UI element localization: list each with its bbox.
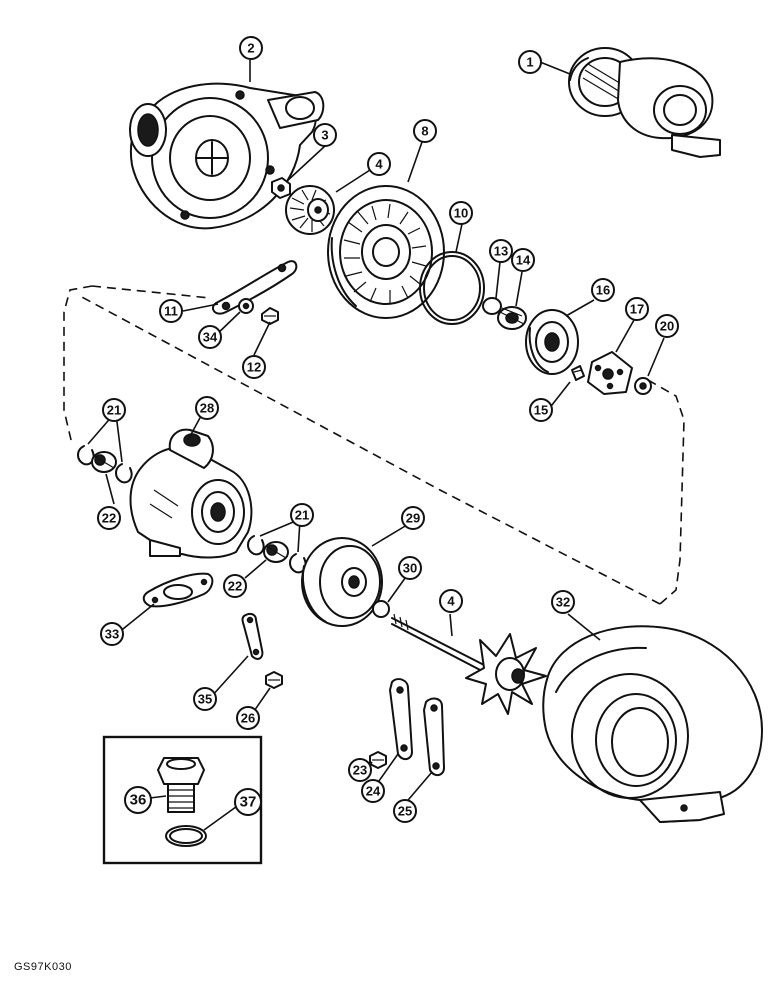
svg-text:11: 11	[164, 304, 178, 319]
callout-29: 29	[401, 506, 425, 530]
callout-11: 11	[159, 299, 183, 323]
svg-text:37: 37	[240, 794, 257, 811]
ring-13-drawing	[482, 297, 502, 315]
turbine-shaft-wheel-drawing	[391, 613, 547, 715]
sleeve-drawing	[497, 306, 527, 330]
svg-text:21: 21	[295, 508, 309, 523]
callout-32: 32	[551, 590, 575, 614]
callout-1: 1	[518, 50, 542, 74]
lock-plate-24-drawing	[389, 678, 413, 760]
svg-text:29: 29	[406, 511, 420, 526]
screw-15-drawing	[571, 365, 585, 381]
svg-text:3: 3	[321, 128, 328, 143]
svg-text:17: 17	[630, 302, 644, 317]
svg-text:36: 36	[130, 792, 147, 809]
callout-2: 2	[239, 36, 263, 60]
callout-8: 8	[413, 119, 437, 143]
washer-20-drawing	[634, 377, 652, 395]
callout-12: 12	[242, 355, 266, 379]
svg-text:33: 33	[105, 627, 119, 642]
svg-text:2: 2	[247, 41, 254, 56]
assembly-boundary-dashed	[63, 285, 685, 605]
center-housing-drawing	[129, 428, 253, 559]
callout-4-lower: 4	[439, 589, 463, 613]
svg-text:32: 32	[556, 595, 570, 610]
callout-4-upper: 4	[367, 152, 391, 176]
svg-text:23: 23	[353, 763, 367, 778]
turbine-housing-drawing	[542, 625, 763, 823]
svg-text:26: 26	[241, 711, 255, 726]
compressor-wheel-drawing	[285, 185, 335, 235]
svg-text:35: 35	[198, 692, 212, 707]
svg-text:15: 15	[534, 403, 548, 418]
bolt-26-drawing	[265, 671, 283, 689]
svg-text:21: 21	[107, 403, 121, 418]
callout-3: 3	[313, 123, 337, 147]
svg-text:14: 14	[516, 253, 531, 268]
compressor-housing-drawing	[129, 82, 325, 230]
svg-text:30: 30	[403, 561, 417, 576]
callout-25: 25	[393, 799, 417, 823]
svg-text:12: 12	[247, 360, 261, 375]
callout-14: 14	[511, 248, 535, 272]
bolt-23-drawing	[369, 751, 387, 769]
callout-21-left: 21	[102, 398, 126, 422]
gasket-drawing	[142, 572, 214, 608]
bearing-left-drawing	[91, 451, 117, 473]
lock-plate-25-drawing	[423, 697, 445, 776]
bolt-12-drawing	[261, 307, 279, 325]
thrust-bearing-drawing	[587, 351, 633, 395]
callout-30: 30	[398, 556, 422, 580]
callout-36: 36	[124, 786, 152, 814]
svg-text:16: 16	[596, 283, 610, 298]
svg-text:1: 1	[526, 55, 533, 70]
callout-35: 35	[193, 687, 217, 711]
svg-text:22: 22	[228, 579, 242, 594]
callout-26: 26	[236, 706, 260, 730]
heat-shield-drawing	[301, 537, 383, 627]
seal-ring-37-drawing	[165, 825, 207, 847]
svg-text:20: 20	[660, 319, 674, 334]
figure-code-label: GS97K030	[14, 961, 72, 973]
callout-22-right: 22	[223, 574, 247, 598]
callout-21-right: 21	[290, 503, 314, 527]
callout-20: 20	[655, 314, 679, 338]
callout-23: 23	[348, 758, 372, 782]
lock-plate-upper-drawing	[211, 260, 298, 315]
callout-13: 13	[489, 239, 513, 263]
callout-10: 10	[449, 201, 473, 225]
nut-drawing	[271, 177, 291, 199]
svg-text:22: 22	[102, 511, 116, 526]
thrust-plate-drawing	[525, 309, 579, 375]
svg-text:28: 28	[200, 401, 214, 416]
turbocharger-assembly-drawing	[568, 47, 721, 158]
callout-34: 34	[198, 325, 222, 349]
backplate-drawing	[327, 185, 445, 319]
lock-plate-35-drawing	[241, 612, 264, 660]
svg-text:4: 4	[375, 157, 383, 172]
svg-text:4: 4	[447, 594, 455, 609]
svg-text:13: 13	[494, 244, 508, 259]
svg-text:10: 10	[454, 206, 468, 221]
bearing-right-drawing	[263, 541, 289, 563]
svg-text:25: 25	[398, 804, 412, 819]
callout-33: 33	[100, 622, 124, 646]
washer-34-drawing	[238, 298, 254, 314]
callout-24: 24	[361, 779, 385, 803]
callout-37: 37	[234, 788, 262, 816]
o-ring-drawing	[419, 251, 485, 325]
callout-17: 17	[625, 297, 649, 321]
callout-28: 28	[195, 396, 219, 420]
callout-16: 16	[591, 278, 615, 302]
callout-22-left: 22	[97, 506, 121, 530]
svg-text:8: 8	[421, 124, 428, 139]
fitting-36-drawing	[157, 757, 205, 813]
callout-tags: 1 2 3 4 8 10 11 12 13 14 15 16 17 20 21 …	[97, 36, 679, 823]
svg-text:24: 24	[366, 784, 381, 799]
callout-15: 15	[529, 398, 553, 422]
svg-text:34: 34	[203, 330, 218, 345]
piston-ring-drawing	[372, 600, 390, 618]
